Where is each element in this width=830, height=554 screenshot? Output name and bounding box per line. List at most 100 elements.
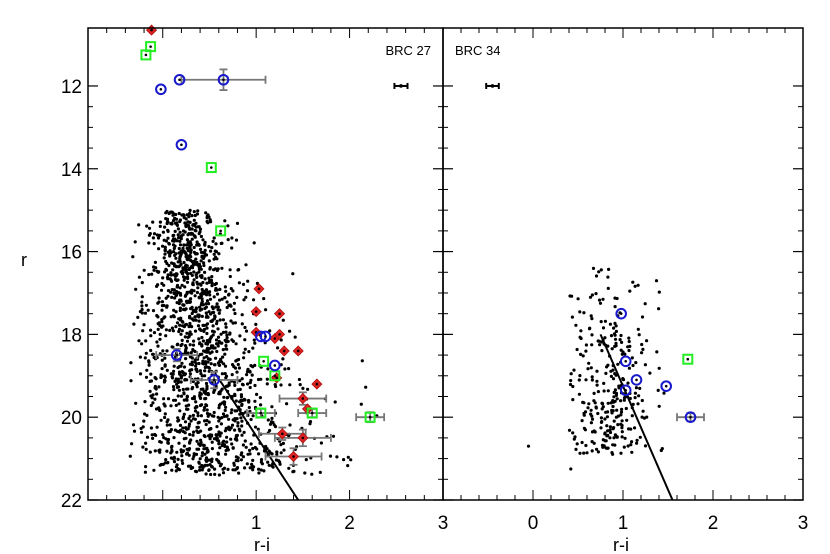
field-star (183, 323, 187, 327)
field-star (611, 399, 615, 403)
field-star (157, 406, 161, 410)
square-marker (215, 225, 227, 237)
field-star (207, 420, 211, 424)
field-star (235, 417, 239, 421)
field-star (641, 409, 645, 413)
field-star (151, 393, 155, 397)
field-star (643, 363, 648, 367)
field-star (196, 421, 200, 425)
field-star (634, 361, 638, 365)
field-star (634, 386, 639, 390)
square-marker (269, 370, 281, 382)
x-axis-label-left: r-i (254, 535, 270, 554)
field-star (298, 383, 302, 387)
field-star (203, 365, 207, 370)
field-star (580, 419, 584, 423)
field-star (586, 406, 590, 410)
field-star (187, 416, 191, 421)
field-star (607, 267, 611, 271)
field-star (584, 343, 589, 347)
field-star (570, 315, 575, 319)
field-star (199, 429, 203, 433)
field-star (198, 391, 202, 395)
field-star (588, 326, 592, 330)
field-star (187, 267, 191, 272)
field-star (271, 420, 275, 425)
field-star (638, 386, 642, 390)
field-star (279, 451, 283, 455)
field-star (224, 344, 228, 348)
field-star (143, 412, 147, 416)
field-star (171, 329, 175, 333)
field-star (657, 404, 661, 408)
field-star (169, 210, 173, 214)
x-tick-label: 2 (708, 513, 719, 534)
field-star (156, 344, 160, 348)
field-star (601, 405, 605, 409)
field-star (279, 383, 283, 387)
field-star (218, 363, 222, 367)
field-star (179, 270, 183, 274)
field-star (161, 276, 165, 280)
field-star (181, 320, 185, 324)
field-star (193, 315, 197, 319)
field-star (165, 368, 169, 372)
field-star (157, 296, 161, 300)
diamond-center-dot (292, 455, 295, 458)
field-star (197, 460, 201, 464)
field-star (620, 435, 624, 439)
x-tick-label: 2 (344, 513, 355, 534)
field-star (230, 236, 234, 240)
field-star (589, 366, 593, 370)
field-star (224, 322, 228, 326)
field-star (241, 398, 245, 402)
field-star (186, 233, 190, 237)
field-star (177, 468, 181, 472)
field-star (199, 247, 203, 251)
field-star (184, 224, 188, 228)
field-star (172, 369, 176, 373)
field-star (179, 376, 183, 380)
field-star (193, 329, 198, 333)
field-star (149, 328, 153, 332)
field-star (185, 395, 189, 399)
field-star (182, 365, 187, 369)
field-star (603, 417, 607, 421)
field-star (249, 442, 253, 446)
field-star (210, 246, 214, 250)
field-star (610, 411, 614, 415)
field-star (186, 427, 190, 431)
field-star (238, 334, 242, 338)
circle-center-dot (264, 335, 267, 338)
field-star (177, 301, 181, 306)
field-star (240, 433, 244, 437)
field-star (620, 426, 624, 430)
field-star (203, 349, 207, 353)
field-star (162, 283, 166, 287)
field-star (198, 227, 203, 231)
field-star (211, 346, 215, 350)
field-star (596, 450, 601, 454)
field-star (217, 419, 221, 423)
field-star (163, 245, 167, 249)
field-star (626, 345, 630, 349)
field-star (205, 314, 209, 318)
field-star (643, 444, 648, 448)
field-star (178, 323, 182, 327)
field-star (231, 446, 235, 450)
field-star (204, 288, 209, 292)
field-star (580, 440, 584, 445)
field-star (282, 448, 286, 452)
field-star (174, 256, 178, 260)
field-star (236, 424, 240, 428)
field-star (223, 408, 227, 412)
field-star (303, 471, 307, 475)
field-star (175, 290, 179, 294)
field-star (227, 425, 231, 429)
field-star (616, 414, 621, 418)
field-star (168, 249, 172, 253)
field-star (188, 249, 192, 253)
field-star (219, 332, 223, 336)
field-star (662, 391, 666, 395)
field-star (657, 290, 661, 294)
